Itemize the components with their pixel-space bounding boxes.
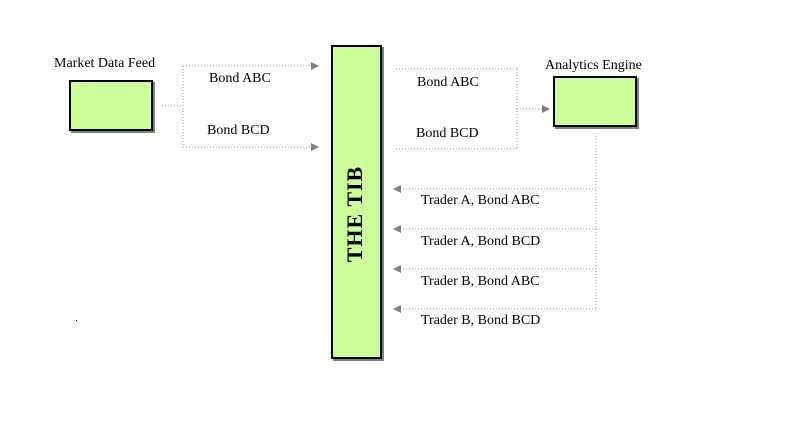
feed-bond-bcd-label: Bond BCD (207, 123, 270, 138)
tib-box (331, 45, 382, 359)
analytics-engine-box (553, 76, 637, 127)
trader-a-bond-abc-label: Trader A, Bond ABC (421, 193, 540, 208)
feed-bond-abc-label: Bond ABC (209, 71, 271, 86)
analytics-engine-label: Analytics Engine (545, 58, 642, 73)
tib-out-bond-bcd-label: Bond BCD (416, 126, 479, 141)
market-data-feed-label: Market Data Feed (54, 56, 156, 71)
market-data-feed-box (69, 80, 153, 131)
stray-dot (76, 320, 77, 321)
trader-b-bond-bcd-label: Trader B, Bond BCD (421, 313, 541, 328)
trader-b-bond-abc-label: Trader B, Bond ABC (421, 274, 540, 289)
tib-out-bond-abc-label: Bond ABC (417, 75, 479, 90)
tib-label: THE TIB (342, 165, 367, 263)
trader-a-bond-bcd-label: Trader A, Bond BCD (421, 234, 541, 249)
